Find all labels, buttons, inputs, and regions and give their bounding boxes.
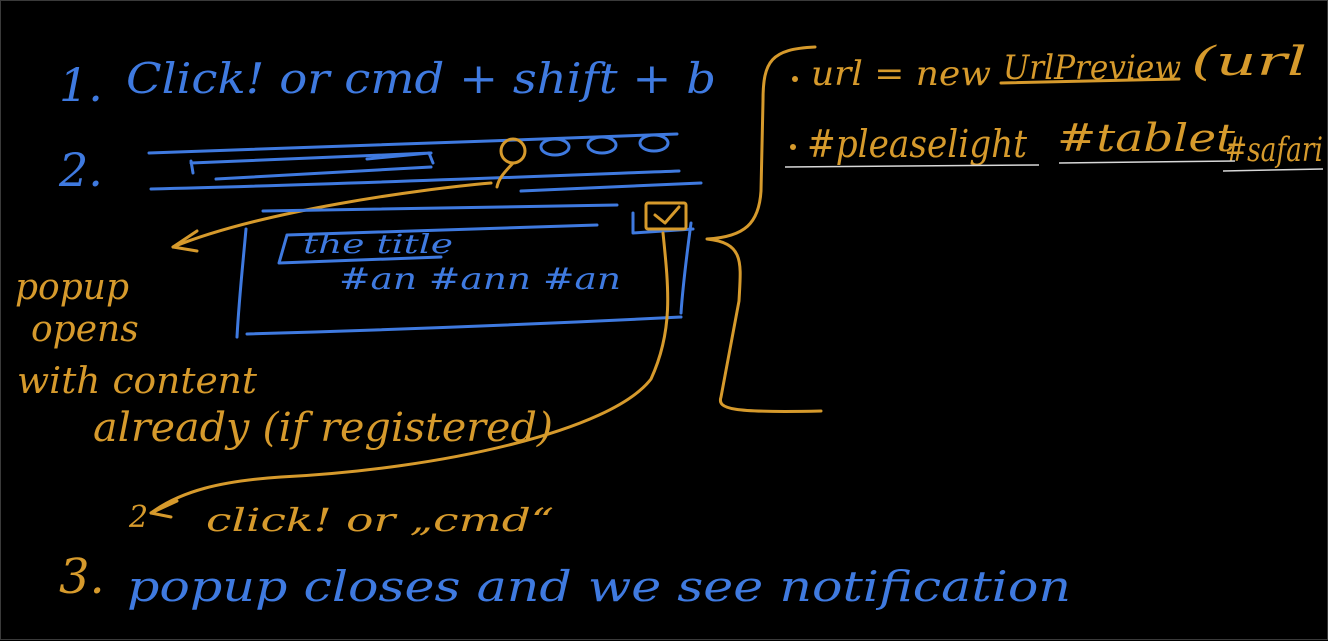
- arrow-mark: 2: [128, 500, 148, 535]
- address-bar-underline: [214, 165, 433, 181]
- popup-tags: #an #ann #an: [339, 262, 621, 297]
- tag-underline-2: [1058, 160, 1236, 164]
- toolbar-bottom-line: [149, 169, 681, 191]
- save-arrowhead: [149, 499, 179, 519]
- step2-number: 2.: [58, 143, 103, 197]
- click-or-cmd-note: click! or „cmd“: [206, 501, 554, 539]
- note-line-2: opens: [31, 309, 139, 350]
- note-line-4: already (if registered): [93, 405, 553, 451]
- code-notes: url = new UrlPreview (url #pleaselight #…: [784, 39, 1324, 172]
- toolbar-icon-3: [638, 133, 670, 153]
- code-notes-brace: [705, 45, 823, 413]
- code-line1-prefix: url = new: [811, 54, 991, 94]
- note-line-3: with content: [17, 361, 258, 402]
- popup-opens-note: popup opens with content already (if reg…: [15, 267, 553, 451]
- title-field-sketch: [277, 223, 599, 265]
- tag-underline-1: [784, 164, 1040, 168]
- tag-underline-3: [1222, 168, 1324, 172]
- toolbar-icon-2: [586, 135, 618, 155]
- extension-button-stem: [495, 161, 515, 189]
- class-underline: [999, 77, 1181, 85]
- tag-safari: #safari: [1225, 130, 1323, 170]
- popup-title-field: the title: [303, 230, 453, 260]
- save-arrow-line: [149, 231, 670, 515]
- toolbar-lower-line: [519, 181, 703, 193]
- toolbar-icon-1: [539, 137, 571, 157]
- save-button-box: [644, 201, 688, 231]
- popup-right-edge: [679, 221, 693, 315]
- save-button-sketch: [149, 201, 688, 519]
- tag-pleaselight: #pleaselight: [807, 122, 1028, 166]
- step1-text: Click! or cmd + shift + b: [126, 54, 716, 103]
- address-bar-sketch: [189, 151, 435, 175]
- extension-button-circle: [499, 137, 527, 165]
- extension-click-marker: [171, 137, 527, 253]
- bullet-1: [792, 76, 798, 82]
- popup-arrowhead: [171, 229, 199, 253]
- tag-tablet: #tablet: [1057, 116, 1236, 160]
- popup-top-edge: [261, 203, 619, 213]
- popup-bottom-edge: [245, 315, 683, 336]
- browser-toolbar-sketch: [147, 132, 703, 193]
- checkmark-icon: [653, 205, 681, 225]
- popup-sketch: the title #an #ann #an: [235, 203, 695, 339]
- step3-number: 3.: [59, 549, 105, 605]
- step3-text: popup closes and we see notification: [127, 562, 1071, 611]
- note-line-1: popup: [15, 267, 129, 308]
- code-line1-suffix: (url: [1191, 39, 1307, 85]
- bullet-2: [790, 144, 796, 150]
- popup-arrow-line: [171, 181, 493, 249]
- popup-left-edge: [235, 227, 248, 339]
- step1-number: 1.: [59, 58, 103, 112]
